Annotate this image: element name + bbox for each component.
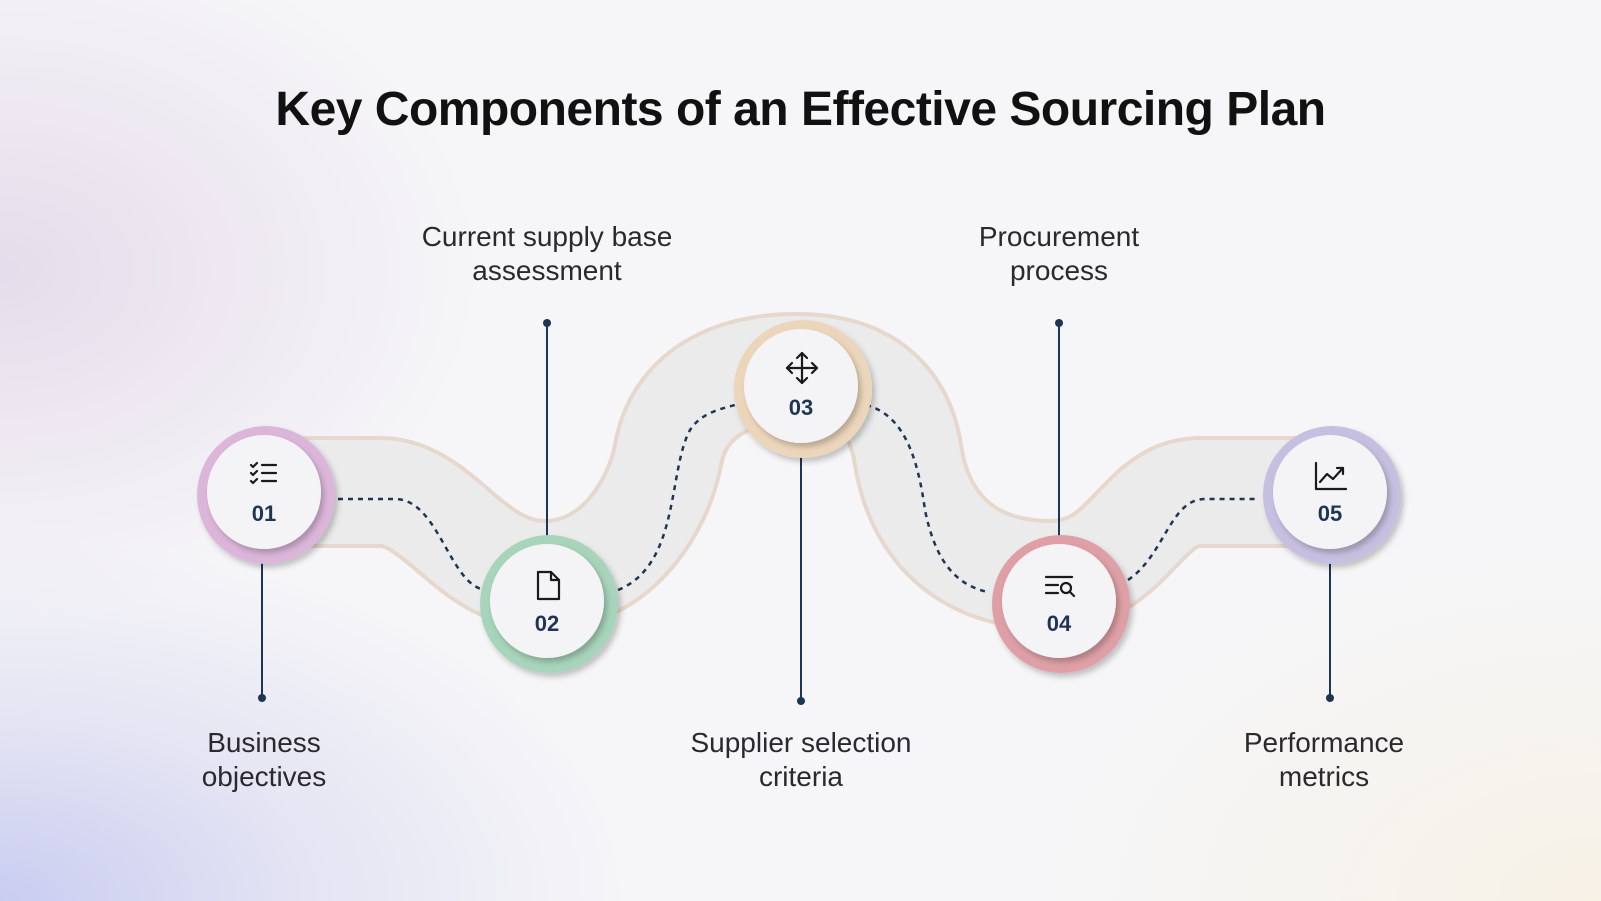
- step-label-04: Procurement process: [889, 220, 1229, 288]
- step-label-03: Supplier selection criteria: [631, 726, 971, 794]
- step-label-01-line2: objectives: [201, 761, 327, 792]
- step-number-02: 02: [535, 611, 559, 636]
- step-number-04: 04: [1047, 611, 1072, 636]
- step-label-01-line1: Business: [207, 727, 321, 758]
- step-label-04-line1: Procurement: [978, 221, 1140, 252]
- step-node-03: 03: [734, 320, 872, 458]
- step-label-01: Business objectives: [94, 726, 434, 794]
- step-label-03-line1: Supplier selection: [690, 727, 912, 758]
- chart-line-icon: [1314, 461, 1348, 491]
- step-number-05: 05: [1318, 501, 1342, 526]
- step-node-02: 02: [480, 535, 618, 673]
- step-node-04: 04: [992, 535, 1130, 673]
- step-label-05: Performance metrics: [1154, 726, 1494, 794]
- step-node-05: 05: [1263, 426, 1401, 564]
- search-list-icon: [1044, 575, 1076, 598]
- step-label-05-line1: Performance: [1243, 727, 1405, 758]
- step-label-03-line2: criteria: [758, 761, 843, 792]
- checklist-icon: [249, 461, 278, 485]
- step-label-02-line1: Current supply base: [421, 221, 673, 252]
- step-number-01: 01: [252, 501, 276, 526]
- step-node-01: 01: [197, 426, 335, 564]
- step-number-03: 03: [789, 395, 813, 420]
- step-label-02: Current supply base assessment: [377, 220, 717, 288]
- page-title: Key Components of an Effective Sourcing …: [275, 83, 1326, 136]
- step-label-05-line2: metrics: [1278, 761, 1370, 792]
- step-label-02-line2: assessment: [472, 255, 622, 286]
- step-label-04-line2: process: [1009, 255, 1109, 286]
- document-icon: [536, 570, 561, 601]
- move-arrows-icon: [785, 351, 819, 385]
